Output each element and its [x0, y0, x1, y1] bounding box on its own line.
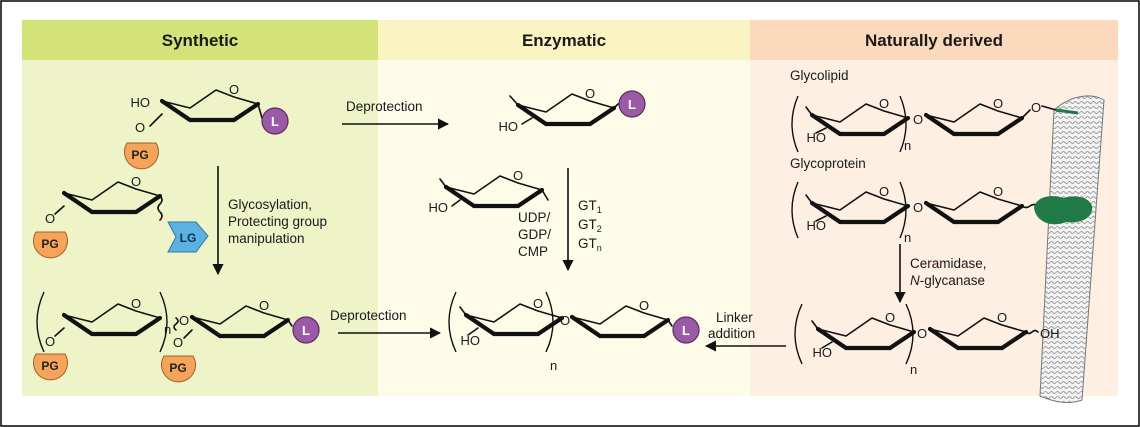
svg-text:O: O	[913, 200, 923, 215]
svg-text:manipulation: manipulation	[228, 231, 305, 246]
svg-text:n: n	[904, 230, 911, 245]
svg-text:L: L	[682, 323, 690, 338]
deprotected-acceptor: HO L	[499, 86, 646, 134]
gdp-label: GDP/	[518, 227, 551, 242]
glycosyl-donor: O PG LG	[33, 174, 209, 259]
svg-text:L: L	[302, 323, 310, 338]
protein-blob	[1034, 196, 1093, 225]
pg-badge: PG	[161, 355, 196, 383]
glycolipid-label: Glycolipid	[790, 68, 849, 83]
glycolipid-structure: HO n O O	[791, 96, 1079, 153]
free-reducing-glycan: HO n O OH	[794, 303, 1060, 377]
svg-text:HO: HO	[813, 345, 833, 360]
svg-text:GT1: GT1	[578, 198, 602, 215]
svg-text:HO: HO	[131, 95, 151, 110]
ceramidase-label: Ceramidase,	[910, 256, 987, 271]
linker-badge: L	[618, 90, 646, 118]
linker-badge: L	[292, 316, 320, 344]
panel-backgrounds	[22, 20, 1118, 396]
lg-badge: LG	[167, 221, 209, 253]
svg-text:PG: PG	[41, 237, 58, 251]
synthetic-building-block: HO O PG L	[124, 82, 289, 170]
pg-badge: PG	[124, 142, 159, 170]
natural-header: Naturally derived	[865, 31, 1003, 50]
svg-text:LG: LG	[180, 231, 197, 245]
svg-text:O: O	[179, 313, 189, 328]
gt-labels: GT1 GT2 GTn	[578, 198, 602, 253]
deprotection-top-label: Deprotection	[346, 99, 423, 114]
svg-text:GT2: GT2	[578, 217, 602, 234]
linker-badge: L	[261, 107, 289, 135]
svg-text:HO: HO	[499, 119, 519, 134]
svg-text:HO: HO	[429, 200, 449, 215]
svg-text:O: O	[135, 120, 145, 135]
deprotection-bottom-label: Deprotection	[330, 308, 407, 323]
svg-text:O: O	[917, 326, 927, 341]
linker-badge: L	[672, 316, 700, 344]
svg-text:Protecting group: Protecting group	[228, 214, 327, 229]
glycoprotein-label: Glycoprotein	[790, 156, 866, 171]
synthetic-header-bar	[22, 20, 378, 60]
glycoprotein-structure: HO n O	[791, 181, 1093, 245]
synthetic-panel	[22, 20, 378, 396]
svg-text:n: n	[550, 358, 557, 373]
svg-text:O: O	[45, 334, 55, 349]
svg-text:L: L	[628, 97, 636, 112]
udp-label: UDP/	[518, 210, 551, 225]
svg-text:O: O	[173, 335, 183, 350]
svg-text:HO: HO	[807, 130, 827, 145]
enzymatic-header-bar	[378, 20, 750, 60]
svg-text:OH: OH	[1040, 326, 1060, 341]
svg-text:n: n	[904, 138, 911, 153]
svg-text:L: L	[271, 114, 279, 129]
svg-text:n: n	[164, 322, 171, 337]
svg-text:n: n	[910, 362, 917, 377]
svg-text:HO: HO	[807, 218, 827, 233]
pg-badge: PG	[33, 353, 68, 381]
svg-text:O: O	[45, 211, 55, 226]
sugar-nucleotide-donor: HO	[429, 168, 549, 215]
svg-text:PG: PG	[131, 148, 148, 162]
cell-membrane	[1039, 95, 1105, 404]
svg-text:GTn: GTn	[578, 236, 602, 253]
svg-text:PG: PG	[169, 361, 186, 375]
glycosylation-label: Glycosylation,	[228, 197, 312, 212]
enzymatic-header: Enzymatic	[522, 31, 606, 50]
pg-badge: PG	[33, 231, 68, 259]
synthetic-header: Synthetic	[162, 31, 239, 50]
linker-label: Linker	[716, 310, 753, 325]
glycanase-label: N-glycanase	[910, 273, 985, 288]
addition-label: addition	[708, 326, 755, 341]
svg-text:O: O	[913, 112, 923, 127]
svg-text:O: O	[560, 313, 570, 328]
natural-header-bar	[750, 20, 1118, 60]
cmp-label: CMP	[518, 244, 548, 259]
glycan-with-linker: HO n O L	[448, 291, 700, 373]
svg-text:PG: PG	[41, 359, 58, 373]
svg-text:HO: HO	[461, 333, 481, 348]
svg-text:O: O	[1031, 100, 1041, 115]
protected-oligosaccharide: O n O O PG PG L	[33, 291, 320, 383]
